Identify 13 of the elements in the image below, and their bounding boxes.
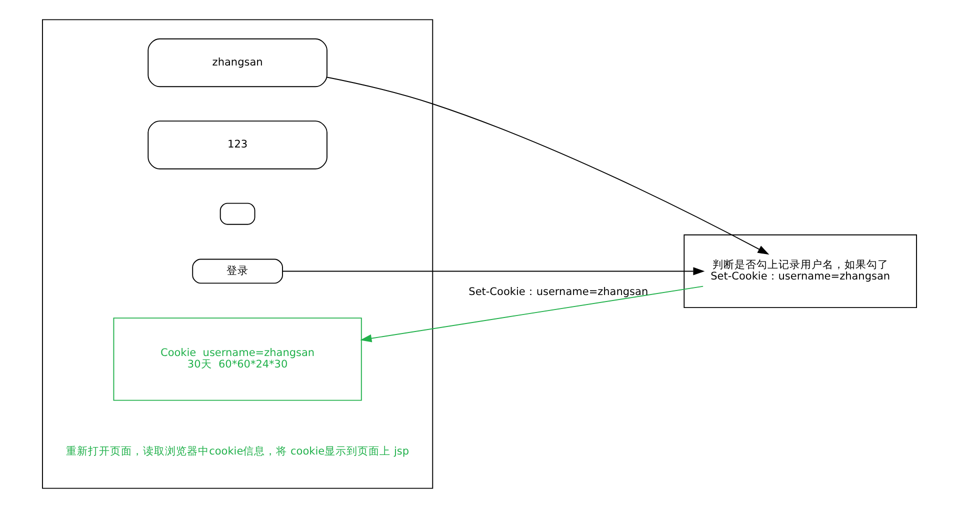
node-box	[219, 202, 255, 225]
node-box: zhangsan	[147, 38, 327, 88]
arrow	[282, 267, 704, 276]
edge-label: Set-Cookie：username=zhangsan	[468, 286, 648, 298]
node-box: Cookie username=zhangsan 30天 60*60*24*30	[112, 318, 362, 401]
node-text: 判断是否勾上记录用户名，如果勾了 Set-Cookie：username=zhangsan	[710, 259, 890, 283]
arrow	[326, 76, 769, 255]
cluster	[683, 234, 916, 308]
cluster	[42, 19, 433, 489]
label: 重新打开页面，读取浏览器中cookie信息，将 cookie显示到页面上 jsp	[66, 446, 409, 458]
node-box: 123	[147, 120, 327, 170]
node-box: 登录	[192, 258, 282, 284]
arrow	[360, 286, 704, 342]
